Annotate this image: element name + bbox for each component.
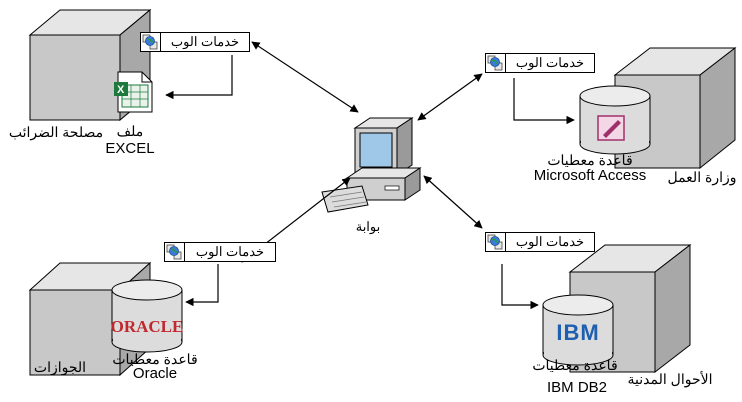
gateway-computer-icon bbox=[321, 117, 422, 213]
ibm-database-cylinder bbox=[542, 294, 614, 366]
link-ws-excel bbox=[165, 55, 233, 100]
tax-org-label: مصلحة الضرائب bbox=[8, 124, 104, 140]
web-service-icon bbox=[141, 33, 161, 51]
excel-file-icon: X bbox=[114, 71, 153, 113]
link-gateway-tax bbox=[251, 41, 359, 113]
web-services-label: خدمات الوب bbox=[515, 55, 585, 70]
link-ws-ibm bbox=[501, 264, 539, 310]
access-resource-line2: Microsoft Access bbox=[533, 167, 647, 184]
excel-resource-line2: EXCEL bbox=[105, 140, 155, 157]
web-services-label: خدمات الوب bbox=[195, 244, 265, 259]
web-services-box-labor: خدمات الوب bbox=[485, 53, 595, 73]
link-gateway-civil bbox=[423, 175, 483, 229]
link-gateway-labor bbox=[417, 73, 483, 121]
web-service-icon bbox=[486, 54, 506, 72]
oracle-database-cylinder bbox=[111, 279, 183, 353]
access-database-cylinder bbox=[579, 85, 651, 155]
labor-server bbox=[613, 46, 737, 170]
ibm-resource-line2: IBM DB2 bbox=[546, 379, 607, 396]
oracle-resource-line1: قاعدة معطيات bbox=[112, 351, 198, 367]
svg-text:X: X bbox=[117, 84, 125, 96]
web-service-icon bbox=[165, 243, 185, 261]
passports-org-label: الجوازات bbox=[33, 359, 87, 375]
web-services-label: خدمات الوب bbox=[170, 34, 240, 49]
web-service-icon bbox=[486, 233, 506, 251]
ibm-logo: IBM bbox=[556, 320, 599, 345]
access-resource-line1: قاعدة معطيات bbox=[547, 152, 633, 168]
labor-org-label: وزارة العمل bbox=[667, 169, 737, 185]
web-services-box-passports: خدمات الوب bbox=[164, 242, 276, 262]
oracle-resource-line2: Oracle bbox=[132, 365, 178, 382]
excel-resource-line1: ملف bbox=[116, 123, 144, 139]
civil-org-label: الأحوال المدنية bbox=[627, 371, 713, 387]
link-ws-access bbox=[513, 78, 575, 125]
link-ws-oracle bbox=[185, 264, 219, 307]
ibm-resource-line1: قاعدة معطيات bbox=[532, 357, 618, 373]
web-services-label: خدمات الوب bbox=[515, 234, 585, 249]
oracle-logo: ORACLE bbox=[111, 317, 184, 336]
web-services-box-tax: خدمات الوب bbox=[140, 32, 250, 52]
gateway-label: بوابة bbox=[355, 219, 381, 234]
web-services-box-civil: خدمات الوب bbox=[485, 232, 595, 252]
